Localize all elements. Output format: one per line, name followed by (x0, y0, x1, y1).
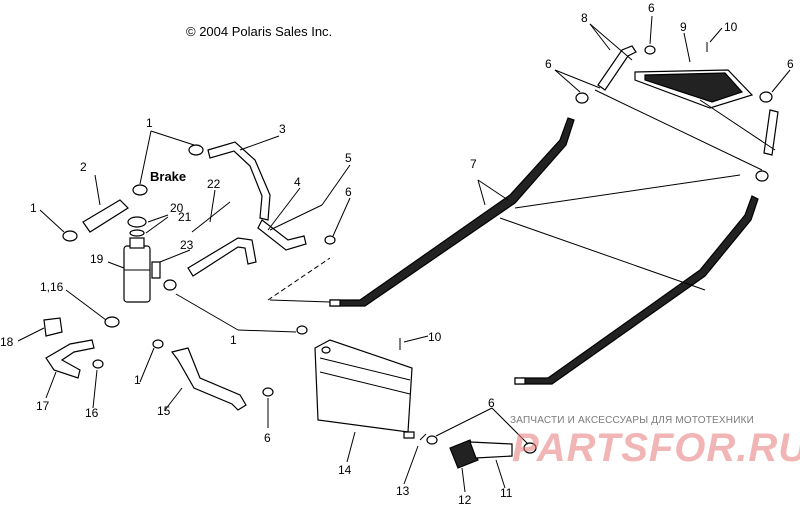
callout-17: 17 (36, 399, 50, 413)
watermark-logo: PARTSFOR.RU (512, 426, 800, 470)
hose-clamp-1-16 (104, 316, 120, 328)
rod-5 (269, 204, 323, 231)
callout-6-mid: 6 (345, 185, 352, 199)
hose-2 (82, 199, 129, 233)
hose-clamp-6-mid (324, 235, 336, 245)
callout-21: 21 (178, 210, 192, 224)
callout-18: 18 (0, 335, 14, 349)
callout-7: 7 (470, 157, 477, 171)
hose-15 (170, 347, 247, 411)
heat-exchanger-tube-lower (514, 195, 759, 385)
callout-1-center: 1 (230, 333, 237, 347)
hose-12 (449, 439, 479, 469)
callout-9: 9 (680, 20, 687, 34)
hose-17 (45, 339, 95, 379)
hose-clamp-6-left (575, 92, 589, 104)
callout-6-bottom: 6 (264, 431, 271, 445)
callout-2: 2 (80, 160, 87, 174)
callout-1-left: 1 (30, 201, 37, 215)
hose-clamp-6-right (759, 91, 773, 103)
callout-11: 11 (500, 486, 513, 500)
callout-1-bottom: 1 (134, 373, 141, 387)
callout-10-top: 10 (724, 20, 738, 34)
hose-clamp-1-b (132, 184, 148, 196)
hose-4 (187, 219, 307, 277)
hose-clamp-6-low-right (523, 442, 537, 454)
callout-23: 23 (180, 238, 194, 252)
cooler-9 (634, 69, 754, 109)
hose-clamp-1-c (188, 144, 204, 156)
callout-3: 3 (279, 122, 286, 136)
heat-exchanger-tube-upper (329, 117, 575, 307)
hose-clamp-6-tube (755, 170, 769, 182)
copyright-notice: © 2004 Polaris Sales Inc. (186, 24, 333, 39)
callout-1-top: 1 (146, 116, 153, 130)
callout-15: 15 (157, 404, 171, 418)
hose-clamp-16 (92, 359, 104, 369)
callout-5: 5 (345, 151, 352, 165)
callout-12: 12 (458, 493, 472, 507)
reservoir-ring-21 (129, 229, 145, 237)
hose-clamp-1-d (152, 339, 164, 349)
callout-19: 19 (90, 252, 104, 266)
grommet-18 (43, 317, 63, 337)
callout-6-left: 6 (545, 57, 552, 71)
callout-8: 8 (581, 11, 588, 25)
watermark-tagline: ЗАПЧАСТИ И АКСЕССУАРЫ ДЛЯ МОТОТЕХНИКИ (510, 415, 755, 426)
leader-lines (17, 15, 791, 493)
hose-clamp-6-bottom (262, 387, 274, 397)
hose-3 (207, 141, 271, 221)
callout-4: 4 (294, 175, 301, 189)
hose-clamp-6-top (644, 45, 656, 55)
coolant-reservoir-19 (123, 237, 161, 303)
callout-16: 16 (85, 406, 99, 420)
hose-clamp-4 (163, 279, 177, 291)
hose-11 (469, 441, 513, 459)
hose-clamp-1-a (62, 230, 78, 242)
callout-14: 14 (338, 463, 352, 477)
callout-22: 22 (207, 177, 221, 191)
hose-8 (597, 45, 779, 156)
callout-13: 13 (396, 484, 410, 498)
hose-clamp-1-e (296, 325, 308, 335)
callout-20: 20 (170, 201, 184, 215)
callout-10-mid: 10 (428, 330, 442, 344)
callout-6-right: 6 (787, 57, 794, 71)
callout-6-top: 6 (648, 1, 655, 15)
callout-6-low: 6 (488, 396, 495, 410)
callout-1-16: 1,16 (40, 280, 64, 294)
heat-exchanger-14 (314, 339, 415, 439)
hose-clamp-6-low (426, 435, 438, 445)
screw-13 (419, 433, 427, 441)
reservoir-cap-20 (127, 216, 147, 228)
brake-label: Brake (150, 169, 186, 184)
